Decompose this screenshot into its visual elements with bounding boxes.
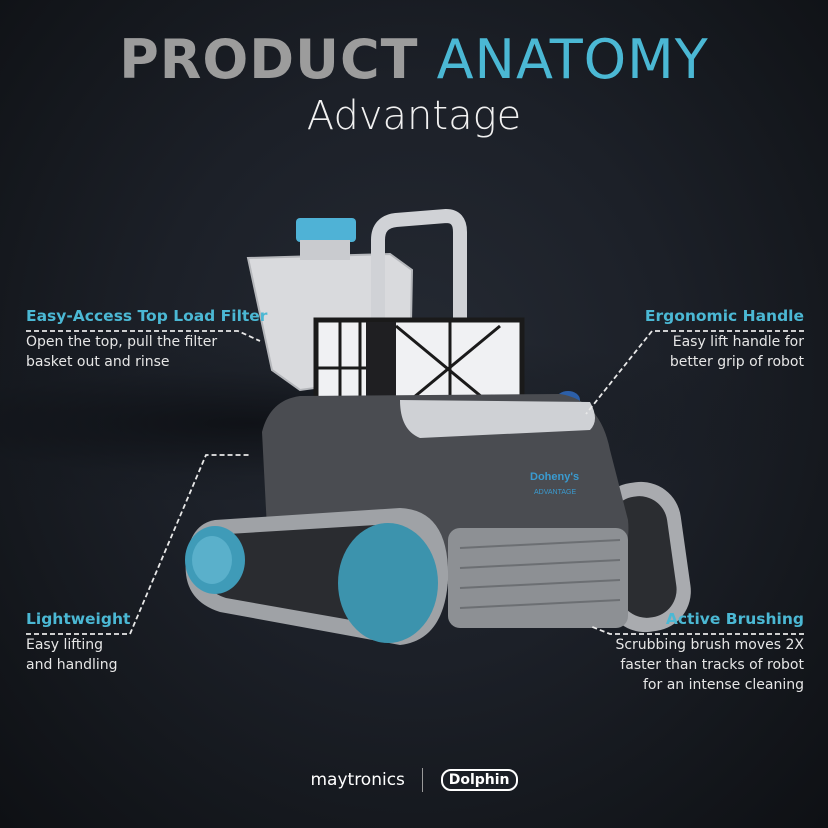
body-model-label: ADVANTAGE <box>534 489 576 496</box>
callout-description: Open the top, pull the filter basket out… <box>26 334 218 370</box>
handle-callout-line <box>585 330 804 415</box>
callout-title: Ergonomic Handle <box>644 307 804 325</box>
title-anatomy: ANATOMY <box>436 28 709 91</box>
front-left-track <box>185 508 449 645</box>
page-title: PRODUCT ANATOMY <box>0 30 828 90</box>
dolphin-logo: Dolphin <box>440 769 518 791</box>
callout-description: Scrubbing brush moves 2X faster than tra… <box>615 637 804 693</box>
logo-divider <box>422 768 424 792</box>
page-subtitle: Advantage <box>306 93 522 139</box>
brushing-callout-line <box>589 625 804 635</box>
callout-lines <box>26 330 804 635</box>
callout-description: Easy lifting and handling <box>26 637 118 673</box>
front-wheel-hub <box>338 523 438 643</box>
maytronics-logo: maytronics <box>310 770 405 790</box>
ergonomic-handle <box>371 209 467 344</box>
body-brand-label: Doheny's <box>530 471 579 483</box>
lid-latch <box>296 218 356 242</box>
callout-lightweight: Lightweight Easy lifting and handling <box>26 609 130 675</box>
callout-title: Easy-Access Top Load Filter <box>26 307 268 325</box>
callout-filter: Easy-Access Top Load Filter Open the top… <box>26 306 267 372</box>
callout-title: Active Brushing <box>665 610 804 628</box>
active-brush <box>448 528 628 628</box>
filter-callout-line <box>26 330 261 342</box>
callout-handle: Ergonomic Handle Easy lift handle for be… <box>645 306 804 372</box>
callout-brushing: Active Brushing Scrubbing brush moves 2X… <box>615 609 804 695</box>
callout-title: Lightweight <box>26 610 131 628</box>
title-product: PRODUCT <box>119 28 419 91</box>
callout-description: Easy lift handle for better grip of robo… <box>669 334 804 370</box>
lightweight-callout-line <box>26 454 250 635</box>
footer-logos: maytronics Dolphin <box>0 768 828 792</box>
